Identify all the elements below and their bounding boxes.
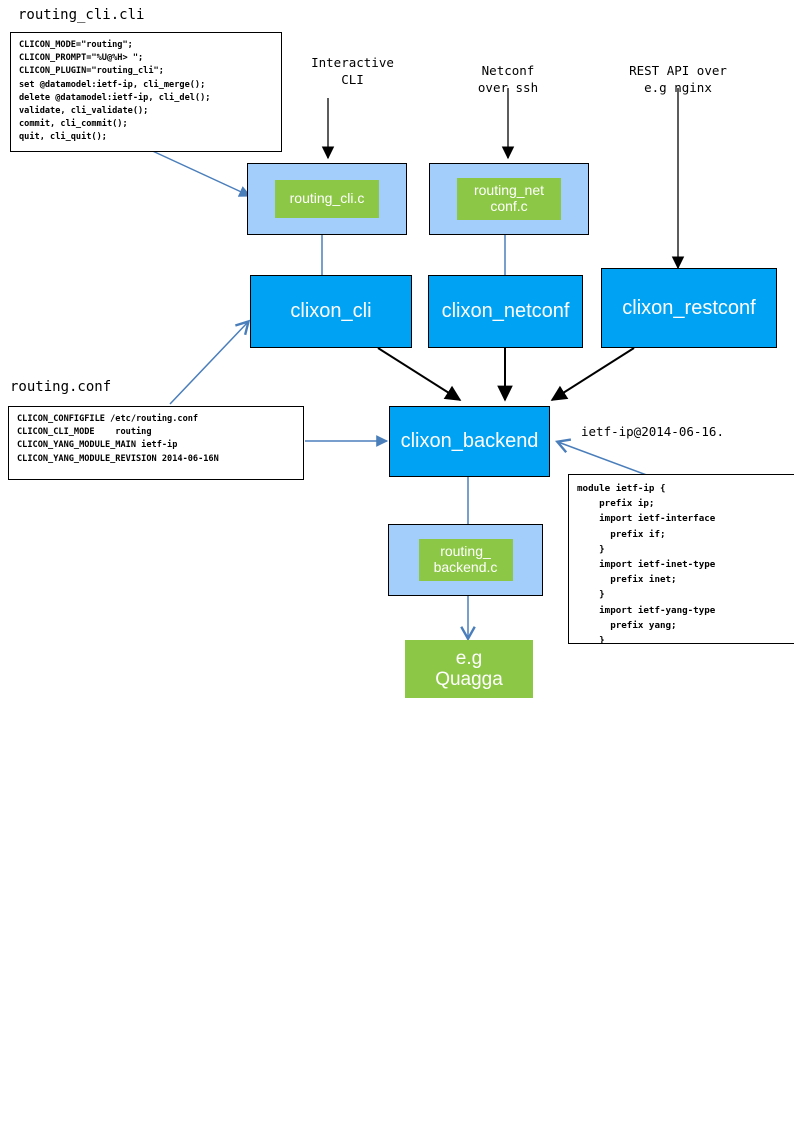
cli-file-title: routing_cli.cli: [18, 7, 145, 23]
arrow-cli-file-to-routing-cli-c: [145, 147, 252, 197]
process-clixon-netconf[interactable]: clixon_netconf: [428, 275, 583, 348]
label-interactive-cli: Interactive CLI: [311, 55, 394, 87]
cli-file-box: CLICON_MODE="routing"; CLICON_PROMPT="%U…: [10, 32, 282, 152]
process-clixon-cli[interactable]: clixon_cli: [250, 275, 412, 348]
yang-file-label: ietf-ip@2014-06-16.: [581, 424, 724, 439]
conf-file-title: routing.conf: [10, 379, 112, 395]
process-clixon-backend[interactable]: clixon_backend: [389, 406, 550, 477]
plugin-holder-netconf: routing_net conf.c: [429, 163, 589, 235]
plugin-routing-cli-c[interactable]: routing_cli.c: [275, 180, 379, 218]
arrow-clixon-restconf-to-clixon-backend: [550, 347, 635, 401]
label-rest-api: REST API over e.g nginx: [629, 63, 727, 95]
plugin-holder-backend: routing_ backend.c: [388, 524, 543, 596]
plugin-routing-netconf-c[interactable]: routing_net conf.c: [457, 178, 561, 220]
plugin-holder-cli: routing_cli.c: [247, 163, 407, 235]
label-netconf-over-ssh: Netconf over ssh: [477, 63, 539, 95]
external-quagga[interactable]: e.g Quagga: [405, 640, 533, 698]
process-clixon-restconf[interactable]: clixon_restconf: [601, 268, 777, 348]
arrow-conf-file-to-clixon-cli: [169, 319, 251, 405]
conf-file-box: CLICON_CONFIGFILE /etc/routing.conf CLIC…: [8, 406, 304, 480]
plugin-routing-backend-c[interactable]: routing_ backend.c: [418, 539, 513, 581]
yang-file-box: module ietf-ip { prefix ip; import ietf-…: [568, 474, 794, 644]
arrow-clixon-cli-to-clixon-backend: [377, 347, 462, 401]
